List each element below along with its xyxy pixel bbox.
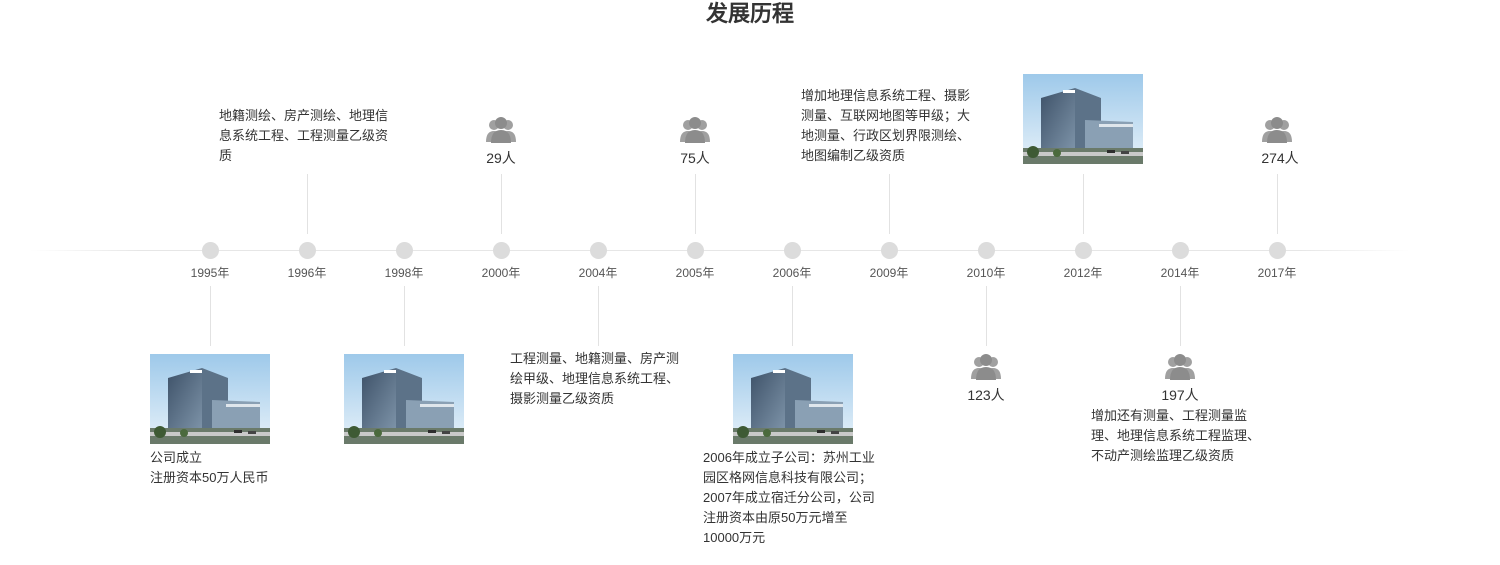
building-photo bbox=[344, 354, 464, 444]
building-photo bbox=[150, 354, 270, 444]
building-photo bbox=[1023, 74, 1143, 164]
year-label: 2009年 bbox=[869, 266, 909, 280]
connector-line bbox=[792, 286, 793, 346]
event-paragraph: 2007年成立宿迁分公司，公司注册资本由原50万元增至10000万元 bbox=[703, 490, 875, 545]
connector-line bbox=[889, 174, 890, 234]
year-label: 2014年 bbox=[1160, 266, 1200, 280]
year-label: 2017年 bbox=[1257, 266, 1297, 280]
event-2006-text: 2006年成立子公司：苏州工业园区格网信息科技有限公司； 2007年成立宿迁分公… bbox=[703, 448, 881, 548]
event-2004-text: 工程测量、地籍测量、房产测绘甲级、地理信息系统工程、摄影测量乙级资质 bbox=[510, 351, 680, 406]
connector-line bbox=[1083, 174, 1084, 234]
staff-count: 75人 bbox=[680, 150, 710, 166]
timeline-dot-2010[interactable] bbox=[978, 242, 995, 259]
year-label: 1998年 bbox=[384, 266, 424, 280]
page-title: 发展历程 bbox=[705, 1, 794, 26]
connector-line bbox=[501, 174, 502, 234]
connector-line bbox=[986, 286, 987, 346]
connector-line bbox=[1277, 174, 1278, 234]
timeline-axis bbox=[30, 250, 1410, 251]
people-icon bbox=[970, 353, 1002, 381]
timeline-dot-1996[interactable] bbox=[299, 242, 316, 259]
staff-count: 29人 bbox=[486, 150, 516, 166]
year-label: 2010年 bbox=[966, 266, 1006, 280]
timeline-dot-2017[interactable] bbox=[1269, 242, 1286, 259]
timeline-dot-2014[interactable] bbox=[1172, 242, 1189, 259]
connector-line bbox=[598, 286, 599, 346]
people-icon bbox=[679, 116, 711, 144]
event-paragraph: 2006年成立子公司：苏州工业园区格网信息科技有限公司； bbox=[703, 450, 875, 485]
event-1995-text: 公司成立 注册资本50万人民币 bbox=[150, 448, 268, 488]
year-label: 2005年 bbox=[675, 266, 715, 280]
timeline-dot-2009[interactable] bbox=[881, 242, 898, 259]
year-label: 2004年 bbox=[578, 266, 618, 280]
event-2009-text: 增加地理信息系统工程、摄影测量、互联网地图等甲级；大地测量、行政区划界限测绘、地… bbox=[801, 88, 971, 163]
timeline-dot-2005[interactable] bbox=[687, 242, 704, 259]
timeline-dot-2000[interactable] bbox=[493, 242, 510, 259]
event-line: 公司成立 bbox=[150, 450, 203, 465]
year-label: 1995年 bbox=[190, 266, 230, 280]
timeline-dot-1998[interactable] bbox=[396, 242, 413, 259]
staff-count: 123人 bbox=[967, 387, 1005, 403]
building-photo bbox=[733, 354, 853, 444]
timeline-dot-2006[interactable] bbox=[784, 242, 801, 259]
event-line: 注册资本50万人民币 bbox=[150, 470, 269, 485]
connector-line bbox=[210, 286, 211, 346]
staff-count: 274人 bbox=[1261, 150, 1299, 166]
year-label: 2000年 bbox=[481, 266, 521, 280]
event-2014-text: 增加还有测量、工程测量监理、地理信息系统工程监理、不动产测绘监理乙级资质 bbox=[1091, 408, 1261, 463]
connector-line bbox=[695, 174, 696, 234]
year-label: 2006年 bbox=[772, 266, 812, 280]
people-icon bbox=[1261, 116, 1293, 144]
timeline-dot-2004[interactable] bbox=[590, 242, 607, 259]
timeline-dot-1995[interactable] bbox=[202, 242, 219, 259]
event-1996-text: 地籍测绘、房产测绘、地理信息系统工程、工程测量乙级资质 bbox=[219, 108, 389, 163]
people-icon bbox=[1164, 353, 1196, 381]
year-label: 1996年 bbox=[287, 266, 327, 280]
timeline-dot-2012[interactable] bbox=[1075, 242, 1092, 259]
people-icon bbox=[485, 116, 517, 144]
connector-line bbox=[307, 174, 308, 234]
staff-count: 197人 bbox=[1161, 387, 1199, 403]
connector-line bbox=[404, 286, 405, 346]
year-label: 2012年 bbox=[1063, 266, 1103, 280]
connector-line bbox=[1180, 286, 1181, 346]
